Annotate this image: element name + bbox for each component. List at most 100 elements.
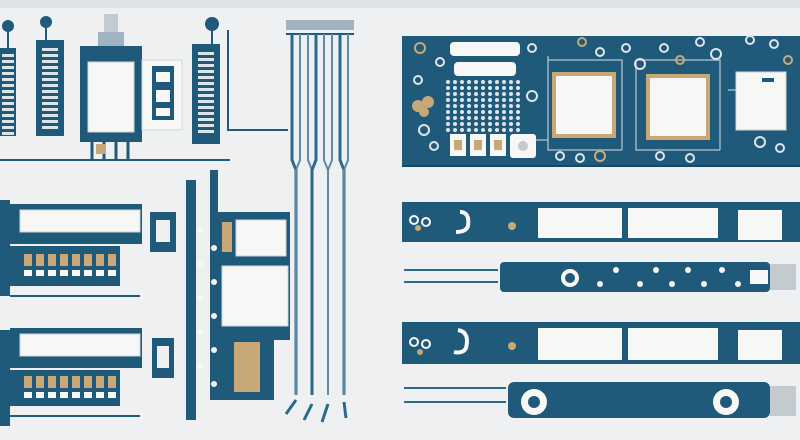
strip-3-panel-c	[738, 330, 782, 360]
bus-traces	[290, 34, 349, 395]
gold-blob-3	[419, 107, 429, 117]
bga-ball	[502, 86, 506, 90]
chip-2	[650, 78, 706, 136]
strip-4-port-left-hole	[528, 396, 540, 408]
strip-pin	[42, 102, 58, 105]
bga-ball	[460, 86, 464, 90]
bga-ball	[453, 80, 457, 84]
vertical-trace-bus	[284, 20, 354, 423]
strip-pin	[2, 108, 14, 111]
bga-ball	[509, 86, 513, 90]
strip-pin	[198, 124, 214, 127]
bga-ball	[453, 116, 457, 120]
terminal-knob-2	[40, 16, 52, 28]
strip-pin	[42, 84, 58, 87]
right-strip-group-2	[402, 322, 800, 418]
bga-ball	[481, 128, 485, 132]
white-pin	[108, 270, 116, 276]
strip-pin	[198, 82, 214, 85]
connector-label-plate-2	[19, 333, 141, 357]
strip-pin	[198, 94, 214, 97]
bga-ball	[446, 128, 450, 132]
strip-3-panel-a	[538, 328, 622, 360]
strip-pin	[198, 130, 214, 133]
connector-gold-pins-1	[24, 254, 116, 276]
bga-ball	[516, 122, 520, 126]
relay-top-tab	[98, 32, 124, 46]
bga-ball	[467, 86, 471, 90]
ring-via	[595, 47, 605, 57]
strip-4-end-cap	[770, 386, 796, 416]
bga-ball	[481, 122, 485, 126]
bga-ball	[446, 86, 450, 90]
right-strip-group-1	[402, 202, 800, 292]
center-via	[197, 295, 203, 301]
connector-latch-window-2	[157, 346, 169, 368]
main-board-traces	[530, 56, 740, 151]
bga-ball	[495, 80, 499, 84]
strip-pin	[198, 52, 214, 55]
strip-4-port-right-hole	[720, 396, 732, 408]
sensor-pad-mid	[156, 90, 170, 102]
bga-ball	[495, 128, 499, 132]
trace-ring-3	[548, 59, 623, 150]
connector-gold-pins-2	[24, 376, 116, 398]
bga-ball	[516, 98, 520, 102]
white-pin	[84, 270, 92, 276]
strip-1-via	[508, 222, 516, 230]
bga-ball	[460, 80, 464, 84]
white-pin	[72, 392, 80, 398]
bga-ball	[495, 92, 499, 96]
strip-dot	[613, 267, 619, 273]
strip-1-panel-a	[538, 208, 622, 238]
bga-ball	[474, 110, 478, 114]
strip-2-body	[500, 262, 770, 292]
white-pin	[48, 392, 56, 398]
bga-ball	[446, 98, 450, 102]
bga-ball	[467, 110, 471, 114]
ring-via	[659, 43, 669, 53]
bga-ball	[488, 80, 492, 84]
bga-ball	[481, 92, 485, 96]
strip-dot	[685, 267, 691, 273]
strip-pin	[198, 106, 214, 109]
ring-via	[575, 153, 585, 163]
bga-ball	[495, 122, 499, 126]
bga-ball	[460, 110, 464, 114]
strip-pin	[2, 102, 14, 105]
strip-pin	[198, 100, 214, 103]
terminal-knob-1	[2, 20, 14, 32]
gold-pin	[48, 254, 56, 266]
ring-via	[769, 39, 779, 49]
strip-3-via	[508, 342, 516, 350]
bga-ball	[467, 116, 471, 120]
bga-ball	[446, 92, 450, 96]
center-panel-bottom	[221, 265, 289, 327]
bga-ball	[460, 116, 464, 120]
bga-ball	[446, 104, 450, 108]
ring-via	[634, 58, 646, 70]
center-module	[186, 170, 290, 420]
strip-pin	[2, 126, 14, 129]
gold-pad-left	[96, 144, 106, 154]
center-gold-tab	[222, 222, 232, 252]
terminal-knob-3	[205, 17, 219, 31]
bga-ball	[495, 104, 499, 108]
strip-dot	[735, 281, 741, 287]
ring-via	[695, 37, 705, 47]
ring-via	[655, 151, 665, 161]
strip-3-ring-a	[409, 337, 419, 347]
trace-ring-2	[635, 60, 720, 151]
trace-ring-1	[547, 56, 622, 151]
bus-trace	[327, 34, 333, 395]
trace-cluster-to-bus	[227, 30, 288, 131]
square-pad-hole	[518, 141, 528, 151]
bga-ball	[453, 110, 457, 114]
bga-ball	[502, 116, 506, 120]
bga-ball	[474, 92, 478, 96]
bga-ball	[467, 128, 471, 132]
strip-pin	[42, 96, 58, 99]
sensor-pad-top	[156, 72, 170, 82]
bga-ball	[453, 86, 457, 90]
